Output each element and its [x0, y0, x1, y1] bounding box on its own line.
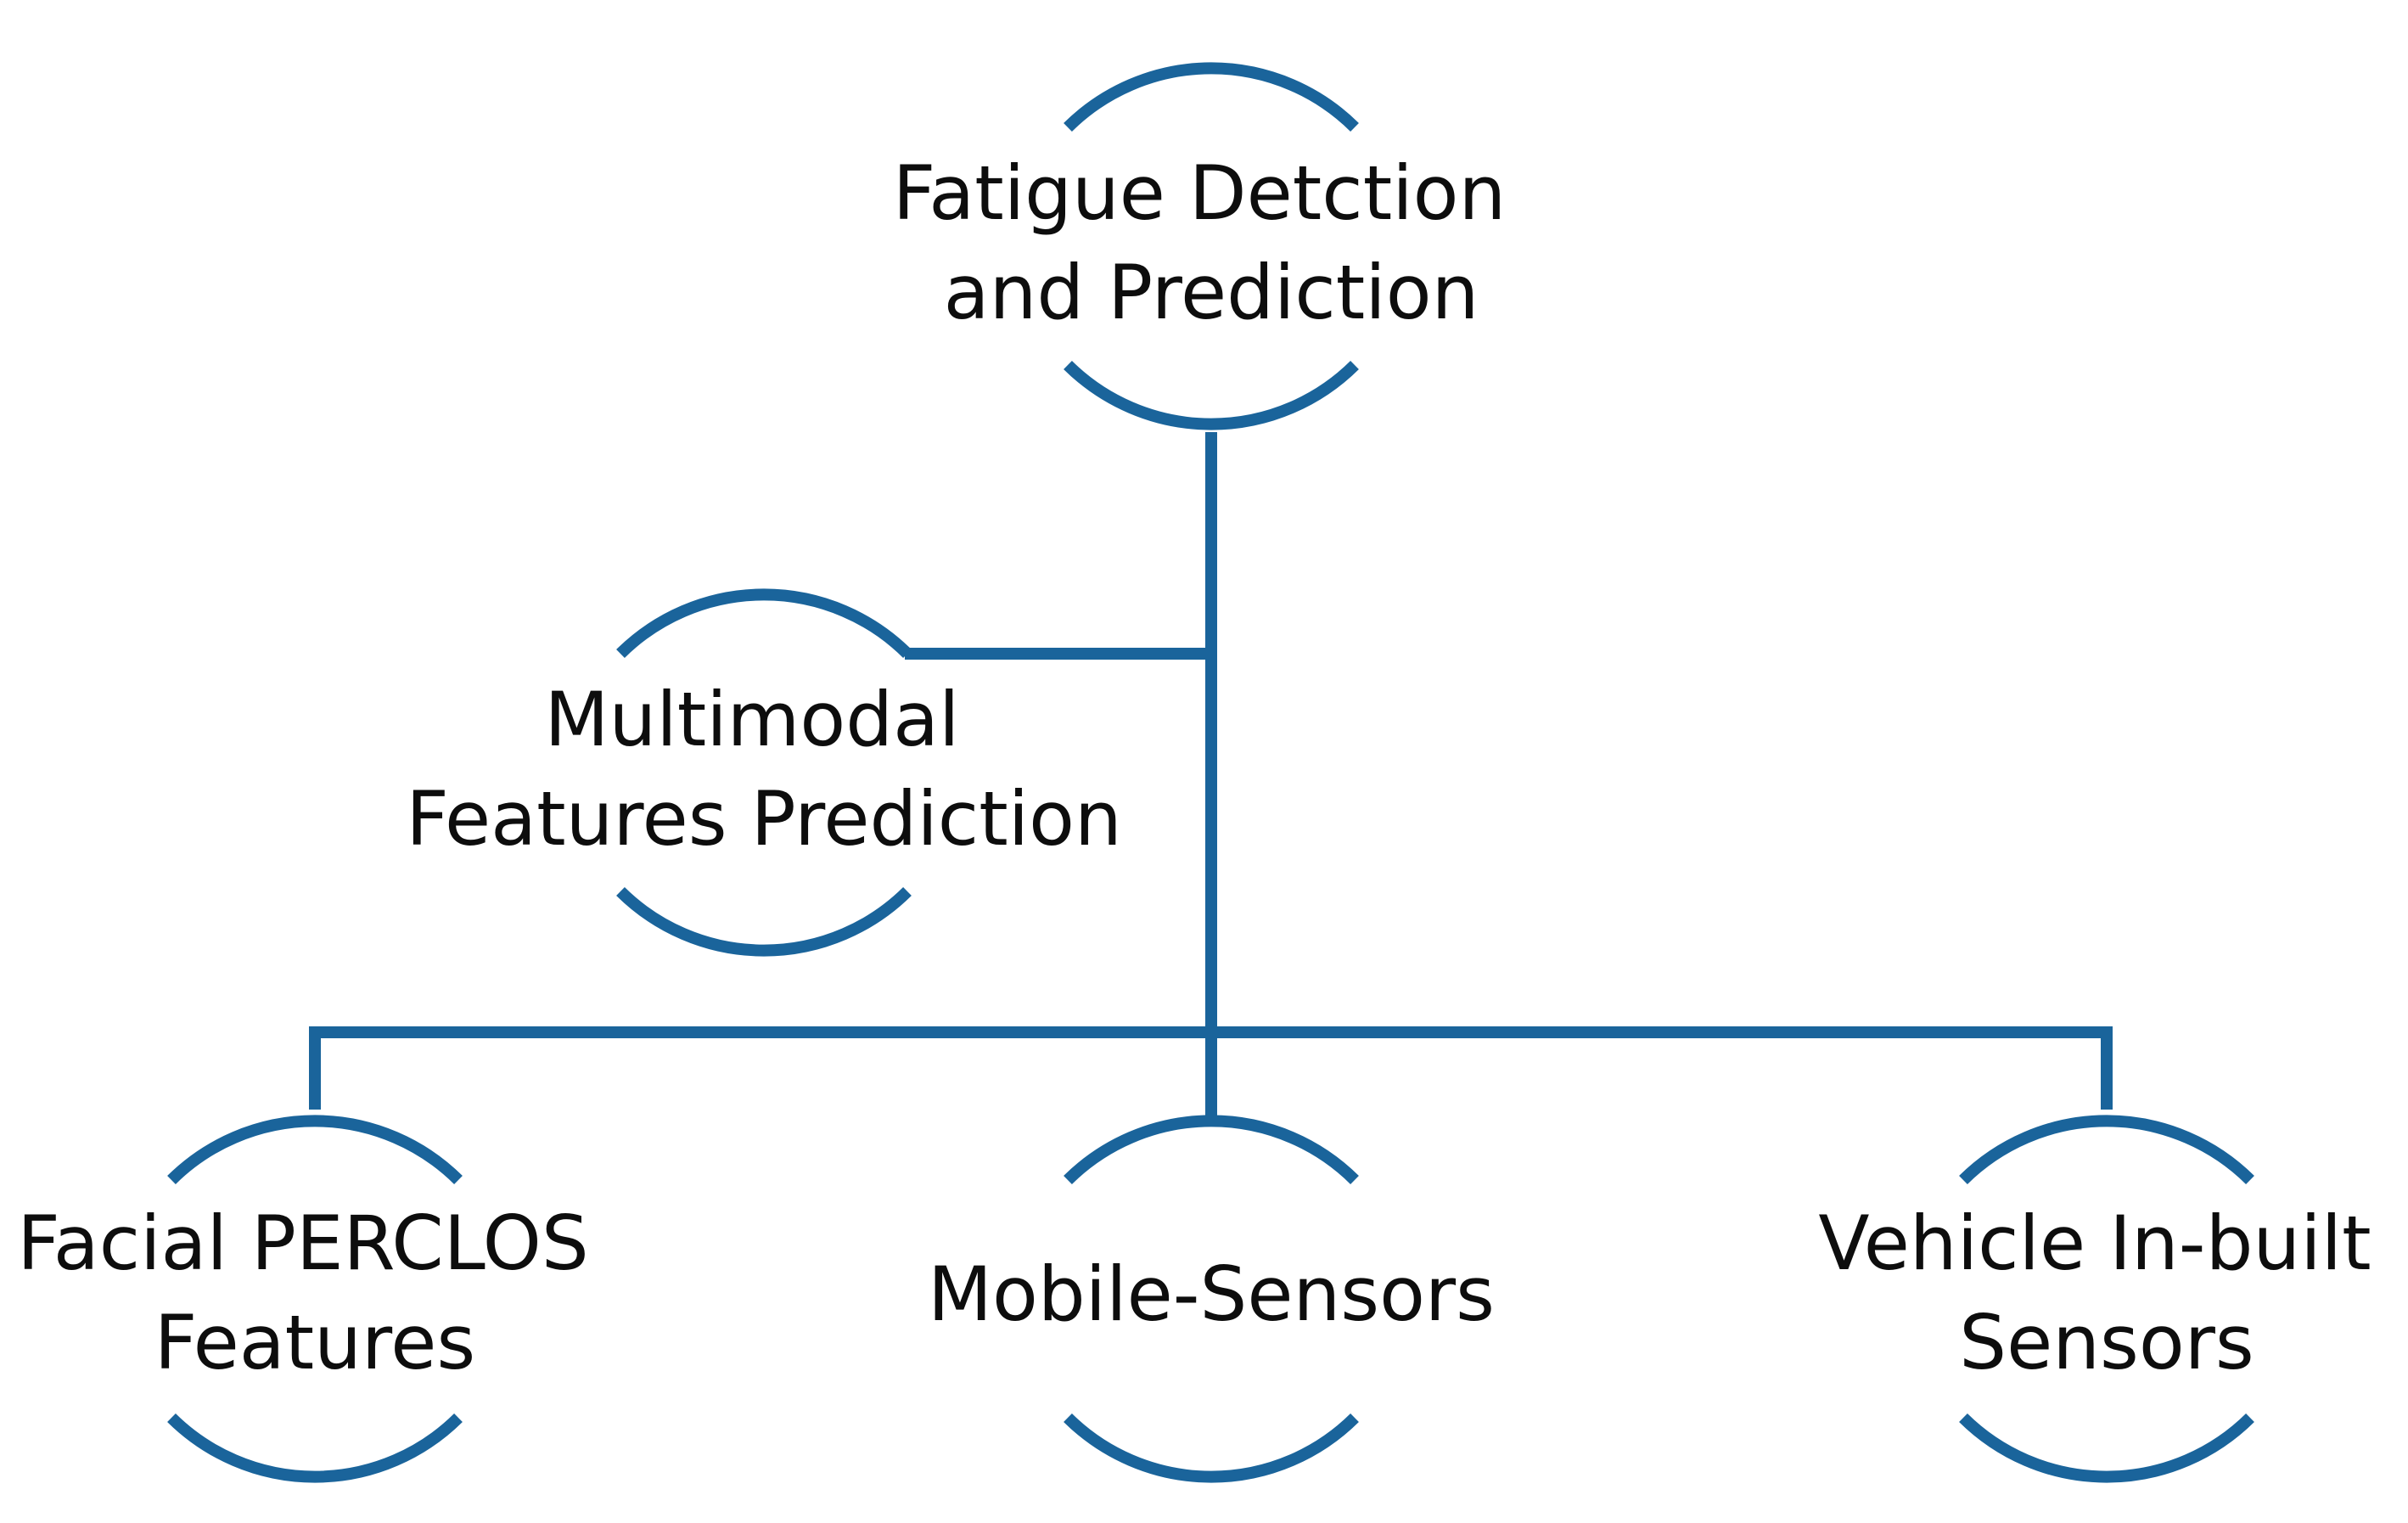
- node-mobile-sensors-label-line1: Mobile-Sensors: [928, 1250, 1495, 1338]
- node-facial-perclos-label-line1: Facial PERCLOS: [17, 1200, 589, 1287]
- node-mobile-sensors-label: Mobile-Sensors: [928, 1250, 1495, 1338]
- node-vehicle-sensors-bottom-arc: [1959, 1413, 2254, 1483]
- node-facial-perclos-top-arc: [167, 1115, 463, 1184]
- node-root-bottom-arc: [1064, 361, 1359, 430]
- node-multimodal-top-arc: [616, 588, 912, 658]
- node-root-label-line2: and Prediction: [944, 249, 1479, 336]
- node-facial-perclos-bottom-arc: [167, 1413, 463, 1483]
- node-mobile-sensors-top-arc: [1064, 1115, 1359, 1184]
- node-multimodal-label-line1: Multimodal: [545, 676, 960, 763]
- node-root-top-arc: [1064, 62, 1359, 132]
- node-vehicle-sensors-top-arc: [1959, 1115, 2254, 1184]
- node-multimodal: Multimodal Features Prediction: [406, 588, 1122, 957]
- node-facial-perclos: Facial PERCLOS Features: [17, 1115, 613, 1483]
- node-mobile-sensors: Mobile-Sensors: [928, 1115, 1495, 1483]
- node-vehicle-sensors-label-line2: Sensors: [1959, 1299, 2254, 1386]
- node-multimodal-label: Multimodal Features Prediction: [406, 676, 1122, 863]
- node-multimodal-bottom-arc: [616, 887, 912, 957]
- connector-lines: [309, 432, 2113, 1120]
- node-vehicle-sensors-label: Vehicle In-built Sensors: [1818, 1200, 2394, 1386]
- node-vehicle-sensors-label-line1: Vehicle In-built: [1818, 1200, 2371, 1287]
- node-root-label-line1: Fatigue Detction: [893, 149, 1507, 237]
- node-multimodal-label-line2: Features Prediction: [406, 775, 1122, 863]
- node-mobile-sensors-bottom-arc: [1064, 1413, 1359, 1483]
- node-facial-perclos-label: Facial PERCLOS Features: [17, 1200, 613, 1386]
- node-root-label: Fatigue Detction and Prediction: [893, 149, 1530, 336]
- node-vehicle-sensors: Vehicle In-built Sensors: [1818, 1115, 2394, 1483]
- node-root: Fatigue Detction and Prediction: [893, 62, 1530, 430]
- node-facial-perclos-label-line2: Features: [154, 1299, 475, 1386]
